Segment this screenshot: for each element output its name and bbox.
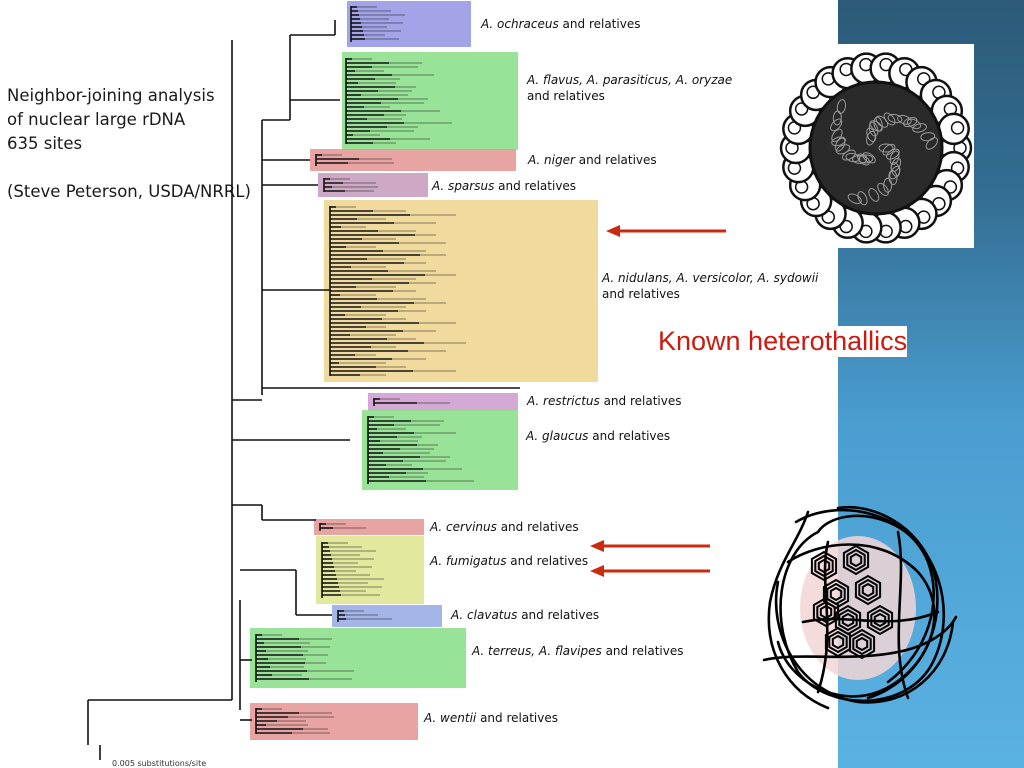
clade-box-clavatus [332, 605, 442, 627]
clade-label-fumigatus: A. fumigatus and relatives [430, 554, 589, 568]
arrow-nidulans [606, 225, 726, 237]
clade-label-cervinus: A. cervinus and relatives [430, 520, 579, 534]
clade-box-terreus [250, 628, 466, 688]
phylogeny-panel: Neighbor-joining analysis of nuclear lar… [7, 1, 819, 768]
clade-label-niger: A. niger and relatives [528, 153, 657, 167]
clade-box-ochraceus [347, 1, 471, 47]
clade-label-glaucus: A. glaucus and relatives [526, 429, 671, 443]
clade-label-restrictus: A. restrictus and relatives [527, 394, 682, 408]
clade-label-ochraceus: A. ochraceus and relatives [481, 17, 641, 31]
clade-box-glaucus [362, 410, 518, 490]
title-line-3: 635 sites [7, 134, 83, 153]
clade-box-flavus [342, 52, 518, 150]
clade-box-cervinus [314, 519, 424, 535]
clade-label-clavatus: A. clavatus and relatives [451, 608, 600, 622]
title-line-1: Neighbor-joining analysis [7, 86, 215, 105]
known-heterothallics-label: Known heterothallics [658, 326, 908, 357]
figure-title: Neighbor-joining analysis of nuclear lar… [7, 84, 297, 204]
phylogenetic-tree [87, 1, 598, 760]
clade-box-sparsus [318, 173, 428, 197]
title-credit: (Steve Peterson, USDA/NRRL) [7, 182, 251, 201]
clade-label-wentii: A. wentii and relatives [424, 711, 558, 725]
arrow-fumigatus-2 [590, 565, 710, 577]
clade-label-terreus: A. terreus, A. flavipes and relatives [472, 644, 684, 658]
cleistothecium-illustration [778, 44, 974, 248]
title-line-2: of nuclear large rDNA [7, 110, 186, 129]
clade-box-niger [310, 149, 516, 171]
clade-box-restrictus [368, 393, 518, 411]
clade-label-sparsus: A. sparsus and relatives [432, 179, 577, 193]
scale-bar-label: 0.005 substitutions/site [112, 759, 207, 768]
clade-box-fumigatus [316, 536, 424, 604]
hyphal-ascocarp-illustration [762, 505, 958, 710]
arrow-fumigatus-1 [590, 540, 710, 552]
